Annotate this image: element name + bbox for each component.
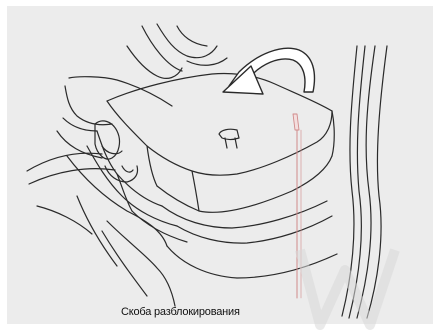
- seat-illustration: [7, 6, 433, 324]
- figure-frame: Скоба разблокирования: [7, 6, 433, 324]
- door-frame-lines: [342, 46, 387, 318]
- figure-caption: Скоба разблокирования: [121, 306, 240, 318]
- seat-cushion: [107, 73, 334, 212]
- rotation-arrow: [223, 48, 314, 94]
- seat-back-lines: [127, 24, 227, 78]
- seat-base: [37, 121, 337, 306]
